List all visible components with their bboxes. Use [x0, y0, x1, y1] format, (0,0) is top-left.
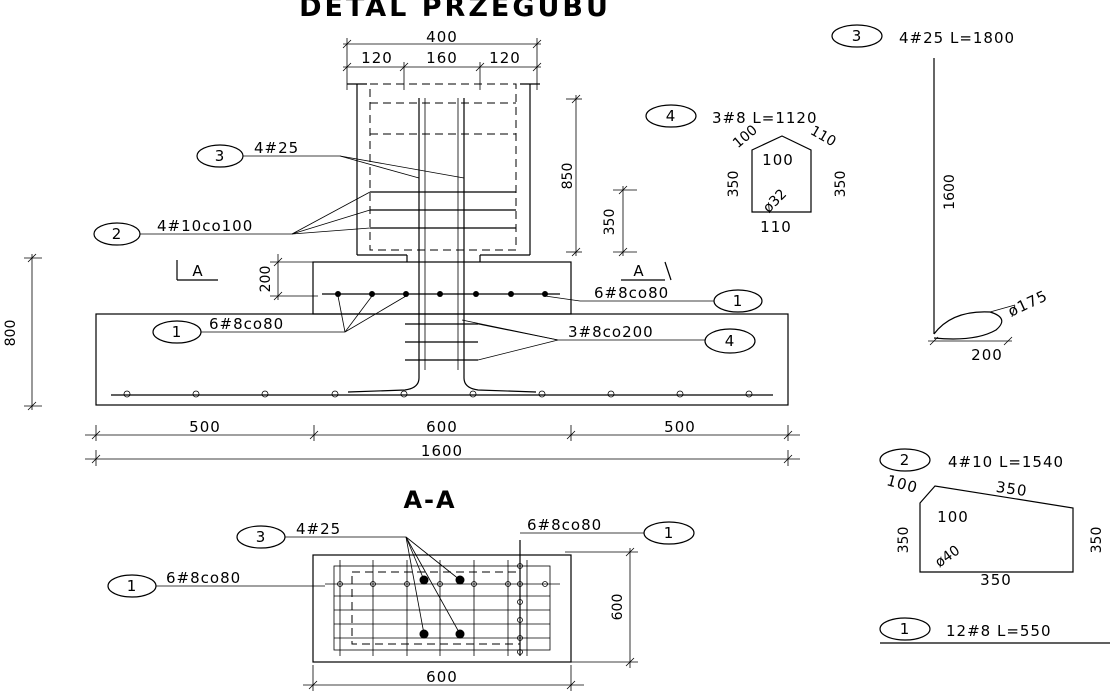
drawing-title: DETAL PRZEGUBU	[299, 0, 611, 23]
svg-text:350: 350	[1089, 527, 1105, 554]
dimension-section-height: 600	[565, 547, 638, 668]
svg-text:350: 350	[726, 171, 742, 198]
svg-text:4#25: 4#25	[296, 520, 341, 538]
svg-text:2: 2	[900, 451, 911, 469]
section-title: A-A	[403, 486, 456, 514]
svg-text:160: 160	[426, 49, 458, 67]
svg-text:A: A	[192, 262, 203, 280]
svg-text:850: 850	[560, 163, 576, 190]
dimension-section-width: 600	[303, 665, 584, 691]
svg-text:1: 1	[664, 524, 675, 542]
bar-4-detail: 4 3#8 L=1120 100 110 100 350 350 ø32 110	[645, 104, 849, 236]
callout-3-section: 3 4#25	[236, 520, 461, 635]
main-elevation	[95, 83, 789, 406]
svg-text:6#8co80: 6#8co80	[527, 516, 602, 534]
svg-text:4#10 L=1540: 4#10 L=1540	[948, 453, 1064, 471]
svg-text:350: 350	[995, 478, 1029, 500]
svg-text:ø175: ø175	[1005, 286, 1051, 320]
svg-text:3: 3	[256, 528, 267, 546]
svg-text:1: 1	[733, 292, 744, 310]
svg-text:1600: 1600	[421, 442, 463, 460]
svg-text:350: 350	[833, 171, 849, 198]
callout-3-main: 3 4#25	[196, 139, 465, 179]
svg-text:110: 110	[807, 123, 838, 150]
svg-text:350: 350	[896, 527, 912, 554]
svg-text:120: 120	[361, 49, 393, 67]
svg-text:800: 800	[3, 320, 19, 347]
dimension-pedestal: 200	[258, 254, 318, 301]
svg-text:100: 100	[762, 151, 794, 169]
svg-text:ø40: ø40	[932, 543, 963, 571]
svg-text:200: 200	[971, 346, 1003, 364]
svg-text:1: 1	[172, 323, 183, 341]
dimension-350: 350	[602, 185, 637, 257]
pedestal-rebar-dots	[335, 291, 548, 297]
svg-text:600: 600	[426, 668, 458, 686]
svg-text:2: 2	[112, 225, 123, 243]
svg-text:1600: 1600	[942, 174, 958, 210]
svg-text:600: 600	[610, 594, 626, 621]
svg-text:1: 1	[127, 577, 138, 595]
svg-text:12#8 L=550: 12#8 L=550	[946, 622, 1052, 640]
svg-text:120: 120	[489, 49, 521, 67]
dimension-foot-height: 800	[3, 253, 42, 411]
callout-2-main: 2 4#10co100	[93, 191, 371, 246]
svg-text:3: 3	[215, 147, 226, 165]
callout-1-section-top: 1 6#8co80	[520, 516, 695, 545]
svg-text:3: 3	[852, 27, 863, 45]
svg-text:6#8co80: 6#8co80	[166, 569, 241, 587]
dimension-col-parts: 120 160 120	[342, 49, 542, 90]
svg-text:4: 4	[725, 332, 736, 350]
svg-text:4#25: 4#25	[254, 139, 299, 157]
callout-1-left: 1 6#8co80	[152, 295, 407, 344]
foundation-rebar-dots	[123, 390, 753, 398]
svg-text:350: 350	[980, 571, 1012, 589]
section-marker-left: A	[176, 260, 218, 281]
callout-1-top: 1 6#8co80	[544, 284, 763, 313]
section-aa	[312, 540, 572, 663]
svg-text:600: 600	[426, 418, 458, 436]
svg-text:500: 500	[664, 418, 696, 436]
svg-text:200: 200	[258, 266, 274, 293]
svg-text:400: 400	[426, 28, 458, 46]
svg-text:350: 350	[602, 209, 618, 236]
svg-text:1: 1	[900, 620, 911, 638]
svg-text:4#25 L=1800: 4#25 L=1800	[899, 29, 1015, 47]
bar-1-detail: 1 12#8 L=550	[879, 617, 1110, 644]
svg-text:500: 500	[189, 418, 221, 436]
svg-text:A: A	[633, 262, 644, 280]
dimension-foot-parts: 500 600 500	[85, 418, 800, 441]
svg-text:3#8 L=1120: 3#8 L=1120	[712, 109, 818, 127]
svg-text:4: 4	[666, 107, 677, 125]
dimension-col-height: 850	[560, 94, 582, 257]
svg-text:110: 110	[760, 218, 792, 236]
svg-text:3#8co200: 3#8co200	[568, 323, 654, 341]
dimension-col-width: 400	[342, 28, 542, 90]
bar-2-detail: 2 4#10 L=1540 100 350 100 350 350 ø40 35…	[879, 448, 1105, 589]
callout-4-main: 4 3#8co200	[558, 323, 756, 354]
svg-text:4#10co100: 4#10co100	[157, 217, 253, 235]
svg-text:100: 100	[937, 508, 969, 526]
svg-text:6#8co80: 6#8co80	[209, 315, 284, 333]
bar-3-detail: 3 4#25 L=1800 1600 ø175 200	[831, 24, 1051, 364]
callout-1-section-left: 1 6#8co80	[107, 569, 325, 598]
svg-text:6#8co80: 6#8co80	[594, 284, 669, 302]
dimension-foot-total: 1600	[85, 442, 800, 466]
svg-text:100: 100	[885, 471, 920, 497]
section-marker-right: A	[621, 261, 672, 281]
